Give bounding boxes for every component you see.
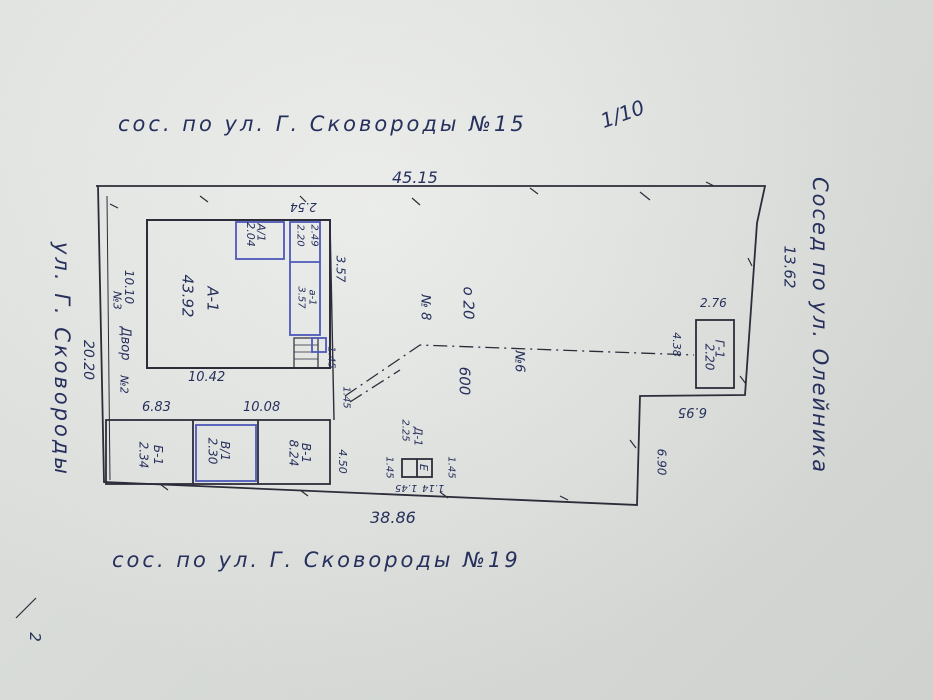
annex-1 [235, 221, 285, 260]
dim-shed-3: 1.45 [445, 456, 457, 479]
garage-outline [695, 319, 735, 389]
annex-2 [289, 221, 321, 336]
dim-right: 13.62 [780, 245, 799, 289]
dim-garage-top: 2.76 [700, 296, 727, 310]
house-area: 43.92 [178, 274, 197, 318]
dim-shed-1: 2.25 [399, 419, 411, 442]
lot-left-inner [106, 195, 111, 481]
annex1-area: 2.04 [243, 222, 257, 247]
street-left-label: ул. Г. Сковороды [50, 242, 74, 477]
pipe-label-3: №6 [511, 350, 527, 373]
dim-left: 20.20 [80, 339, 97, 381]
dim-left-building: 6.83 [142, 400, 171, 415]
dim-step-side: 6.90 [654, 448, 669, 476]
b3-area: 8.24 [286, 439, 301, 467]
dim-shed-4: 1.14 [422, 482, 445, 493]
dim-house-top: 2.54 [290, 200, 317, 214]
neighbor-right-label: Сосед по ул. Олейника [808, 177, 832, 475]
dim-shed-5: 1.45 [395, 482, 418, 493]
dim-bottom: 38.86 [370, 508, 416, 527]
lot-boundary [96, 185, 767, 506]
dim-shed-2: 1.45 [383, 456, 395, 479]
dim-house-bottom: 10.42 [188, 370, 226, 385]
b1-area: 2.34 [136, 441, 151, 469]
b2-code: В/1 [217, 441, 232, 461]
gate-label-2: 1.45 [340, 386, 352, 409]
gate-label: №2 [117, 375, 131, 394]
utility-line [344, 344, 695, 397]
porch-area: 3.57 [295, 286, 307, 309]
house-code: А-1 [203, 286, 222, 312]
pipe-label-2: 600 [455, 366, 474, 396]
garage-area: 2.20 [702, 343, 717, 371]
annex-4 [311, 337, 327, 353]
dim-step-top: 6.95 [678, 404, 707, 419]
shed-code: Д-1 [411, 426, 425, 447]
dim-house-side: 3.57 [333, 255, 348, 283]
pipe-label-4: № 8 [417, 294, 433, 321]
b3-code: В-1 [299, 442, 314, 464]
b2-area: 2.30 [205, 437, 220, 465]
dim-garage-side: 4.38 [669, 332, 683, 357]
neighbor-top-label: сос. по ул. Г. Сковороды №15 [118, 112, 527, 136]
dim-mid-building: 10.08 [243, 400, 281, 415]
neighbor-bottom-label: сос. по ул. Г. Сковороды №19 [112, 548, 521, 572]
annex-3 [195, 424, 257, 482]
b1-code: Б-1 [151, 444, 166, 466]
outbuildings-outline [105, 419, 331, 485]
dim-mid-small: 1.45 [325, 346, 337, 369]
pipe-label: о 20 [459, 286, 478, 320]
dim-yard-side: 10.10 [122, 269, 137, 305]
annex2-area: 2.20 [294, 224, 306, 247]
yard-label: Двор [117, 326, 133, 361]
house-outline [146, 219, 331, 369]
corner-mark: 2 [25, 632, 44, 642]
dim-top: 45.15 [392, 168, 438, 187]
porch-code: а-1 [306, 289, 318, 306]
annex2-code: 2.49 [308, 224, 320, 247]
yard-num: №3 [110, 291, 124, 310]
shed-mark: Е [416, 464, 430, 471]
dim-mid-side: 4.50 [335, 449, 349, 474]
